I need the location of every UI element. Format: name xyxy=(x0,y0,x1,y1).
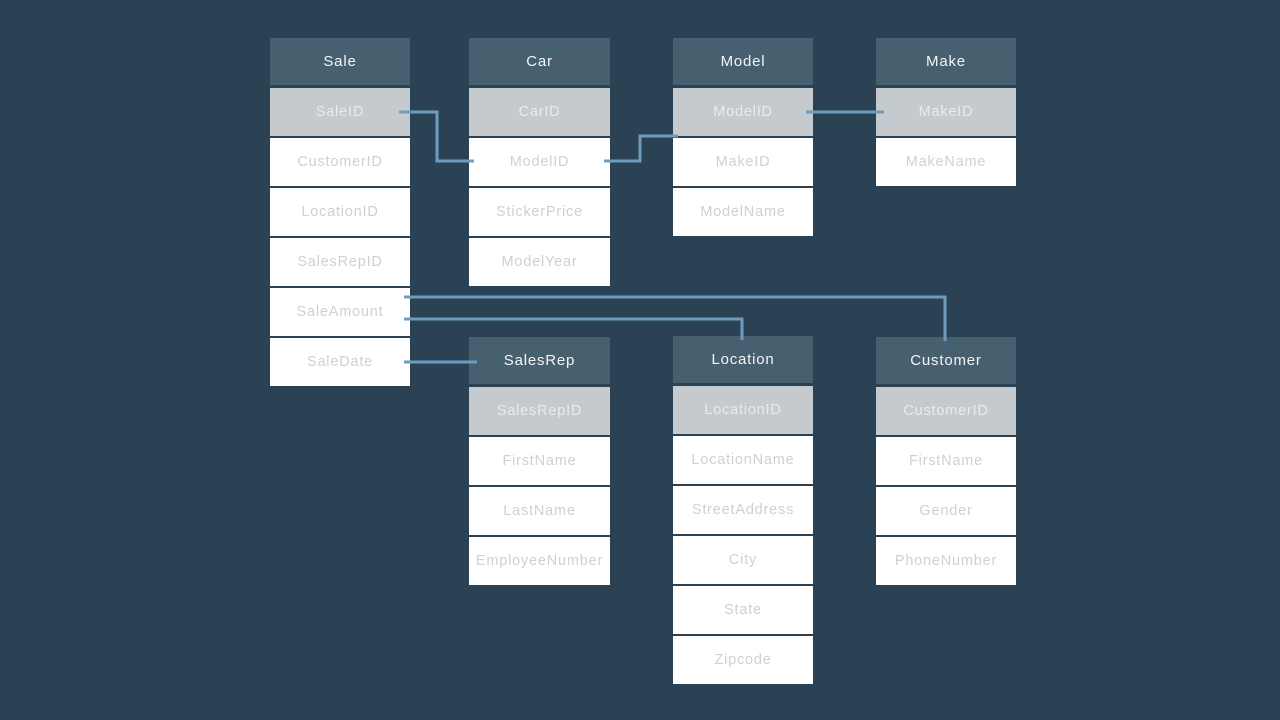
field-sale-locationid: LocationID xyxy=(270,188,410,236)
field-sale-saledate: SaleDate xyxy=(270,338,410,386)
table-title-customer: Customer xyxy=(876,337,1016,384)
field-location-locationid: LocationID xyxy=(673,386,813,434)
connector-sale-to-customer xyxy=(404,295,947,341)
field-car-carid: CarID xyxy=(469,88,610,136)
field-sale-salesrepid: SalesRepID xyxy=(270,238,410,286)
field-sale-saleid: SaleID xyxy=(270,88,410,136)
field-make-makeid: MakeID xyxy=(876,88,1016,136)
field-model-modelid: ModelID xyxy=(673,88,813,136)
field-location-streetaddress: StreetAddress xyxy=(673,486,813,534)
field-salesrep-lastname: LastName xyxy=(469,487,610,535)
field-customer-phonenumber: PhoneNumber xyxy=(876,537,1016,585)
field-sale-customerid: CustomerID xyxy=(270,138,410,186)
field-model-makeid: MakeID xyxy=(673,138,813,186)
field-location-city: City xyxy=(673,536,813,584)
table-title-model: Model xyxy=(673,38,813,85)
field-car-modelid: ModelID xyxy=(469,138,610,186)
field-customer-gender: Gender xyxy=(876,487,1016,535)
connector-car-modelid-to-model xyxy=(604,134,678,163)
field-salesrep-employeenumber: EmployeeNumber xyxy=(469,537,610,585)
field-sale-saleamount: SaleAmount xyxy=(270,288,410,336)
field-location-locationname: LocationName xyxy=(673,436,813,484)
field-salesrep-firstname: FirstName xyxy=(469,437,610,485)
table-title-make: Make xyxy=(876,38,1016,85)
field-car-stickerprice: StickerPrice xyxy=(469,188,610,236)
field-make-makename: MakeName xyxy=(876,138,1016,186)
field-customer-customerid: CustomerID xyxy=(876,387,1016,435)
field-location-zipcode: Zipcode xyxy=(673,636,813,684)
field-location-state: State xyxy=(673,586,813,634)
field-car-modelyear: ModelYear xyxy=(469,238,610,286)
field-salesrep-salesrepid: SalesRepID xyxy=(469,387,610,435)
field-customer-firstname: FirstName xyxy=(876,437,1016,485)
table-title-car: Car xyxy=(469,38,610,85)
connector-sale-saleid-to-car xyxy=(399,110,474,163)
field-model-modelname: ModelName xyxy=(673,188,813,236)
table-title-salesrep: SalesRep xyxy=(469,337,610,384)
table-title-sale: Sale xyxy=(270,38,410,85)
table-title-location: Location xyxy=(673,336,813,383)
